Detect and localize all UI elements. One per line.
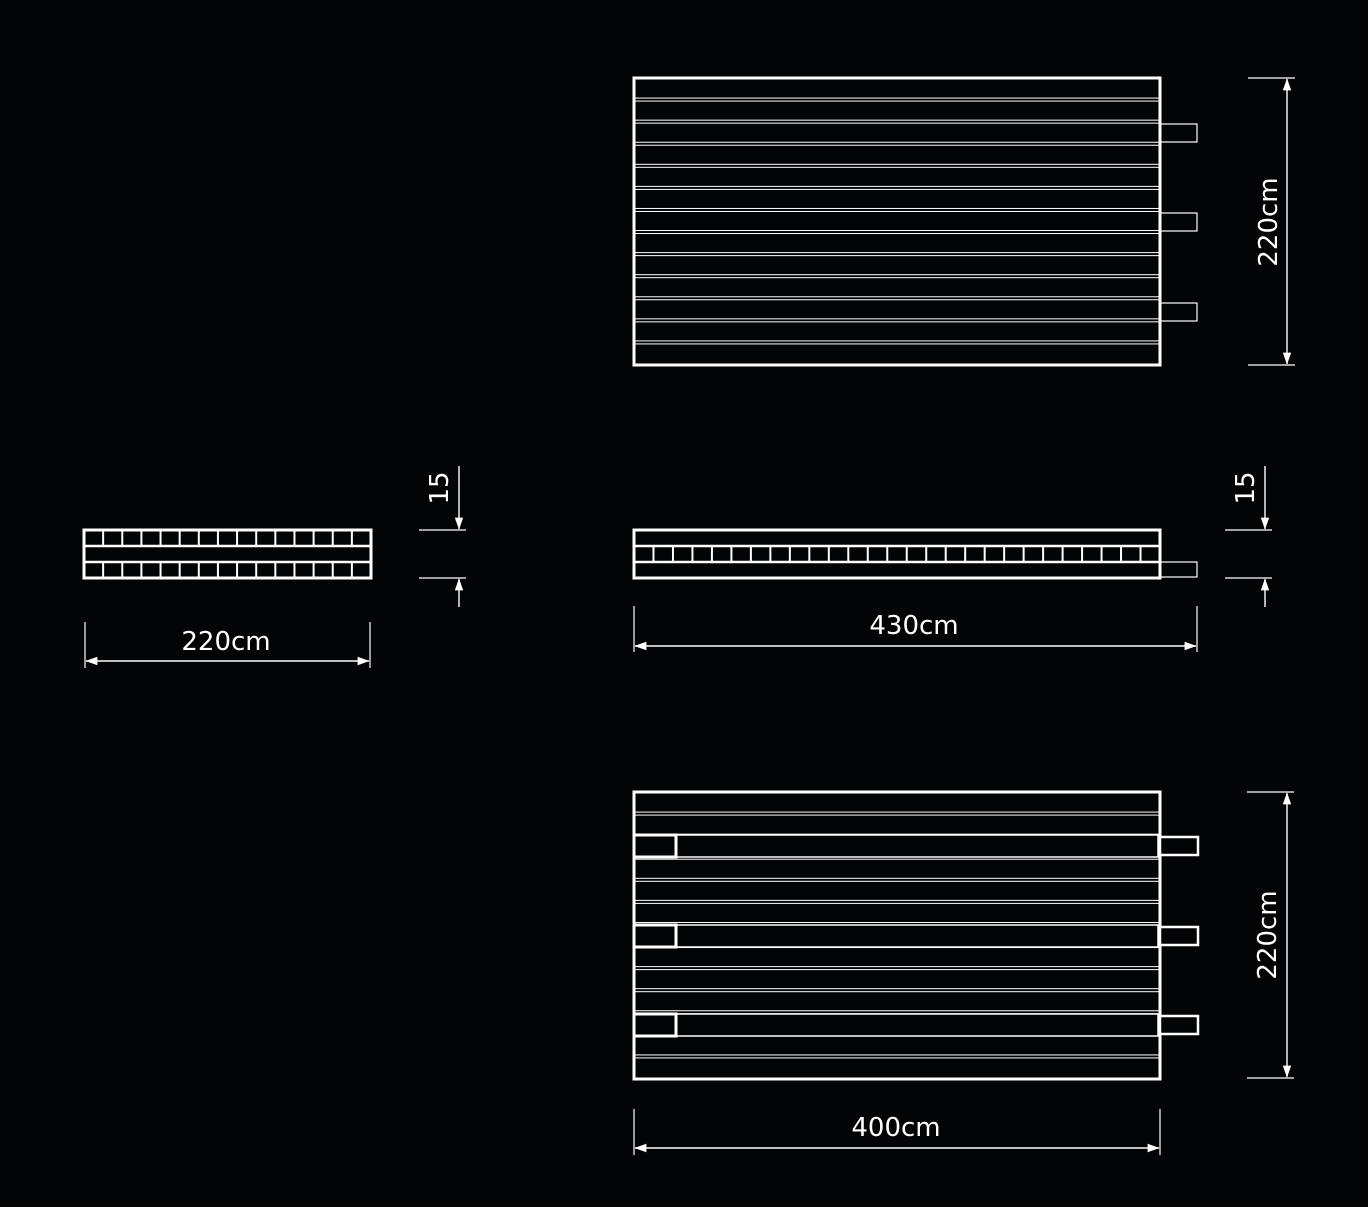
side-view xyxy=(632,528,1198,580)
bearer-end-block xyxy=(632,833,678,859)
bearer-end-block xyxy=(632,923,678,949)
side-view-length-dimension: 430cm xyxy=(633,606,1198,652)
outrigger-stub xyxy=(1159,212,1198,232)
side-view-length-label: 430cm xyxy=(869,611,958,641)
end-view-width-label: 220cm xyxy=(181,627,270,657)
plank-seam xyxy=(633,988,1161,993)
plank-seam xyxy=(633,274,1161,279)
bearer-beam xyxy=(675,834,1159,858)
end-view-thickness-label: 15 xyxy=(425,471,455,504)
plank-seam xyxy=(633,163,1161,168)
outrigger-stub xyxy=(1159,123,1198,143)
plank-seam xyxy=(633,252,1161,257)
bottom-view-width-dimension: 400cm xyxy=(633,1109,1161,1155)
plank-seam xyxy=(633,811,1161,816)
plank-seam xyxy=(633,119,1161,124)
end-view-thickness-dimension: 15 xyxy=(419,466,466,607)
plank-seam xyxy=(633,230,1161,235)
bearer-end-block xyxy=(632,1012,678,1038)
plank-seam xyxy=(633,296,1161,301)
side-view-thickness-dimension: 15 xyxy=(1225,466,1272,607)
plank-seam xyxy=(633,1054,1161,1059)
plank-seam xyxy=(633,340,1161,345)
plank-seam xyxy=(633,877,1161,882)
bottom-view-height-label: 220cm xyxy=(1253,890,1283,979)
bearer-outrigger xyxy=(1158,1014,1200,1036)
end-view xyxy=(82,528,373,580)
plank-seam xyxy=(633,966,1161,971)
side-view-thickness-label: 15 xyxy=(1231,471,1261,504)
bottom-view xyxy=(632,790,1200,1081)
plank-seam xyxy=(633,318,1161,323)
top-view xyxy=(632,76,1198,367)
side-view-outline xyxy=(632,528,1162,580)
bottom-view-height-dimension: 220cm xyxy=(1247,791,1294,1079)
bearer-outrigger xyxy=(1158,835,1200,857)
plank-seam xyxy=(633,899,1161,904)
top-view-height-label: 220cm xyxy=(1254,177,1284,266)
bottom-view-width-label: 400cm xyxy=(851,1113,940,1143)
outrigger-stub xyxy=(1159,302,1198,322)
top-view-height-dimension: 220cm xyxy=(1248,77,1295,366)
plank-seam xyxy=(633,97,1161,102)
plank-seam xyxy=(633,141,1161,146)
end-view-outline xyxy=(82,528,373,580)
plank-seam xyxy=(633,207,1161,212)
bearer-beam xyxy=(675,924,1159,948)
plank-seam xyxy=(633,185,1161,190)
end-view-width-dimension: 220cm xyxy=(84,622,371,668)
bearer-outrigger xyxy=(1158,925,1200,947)
side-view-outrigger-stub xyxy=(1159,561,1198,578)
bearer-beam xyxy=(675,1013,1159,1037)
